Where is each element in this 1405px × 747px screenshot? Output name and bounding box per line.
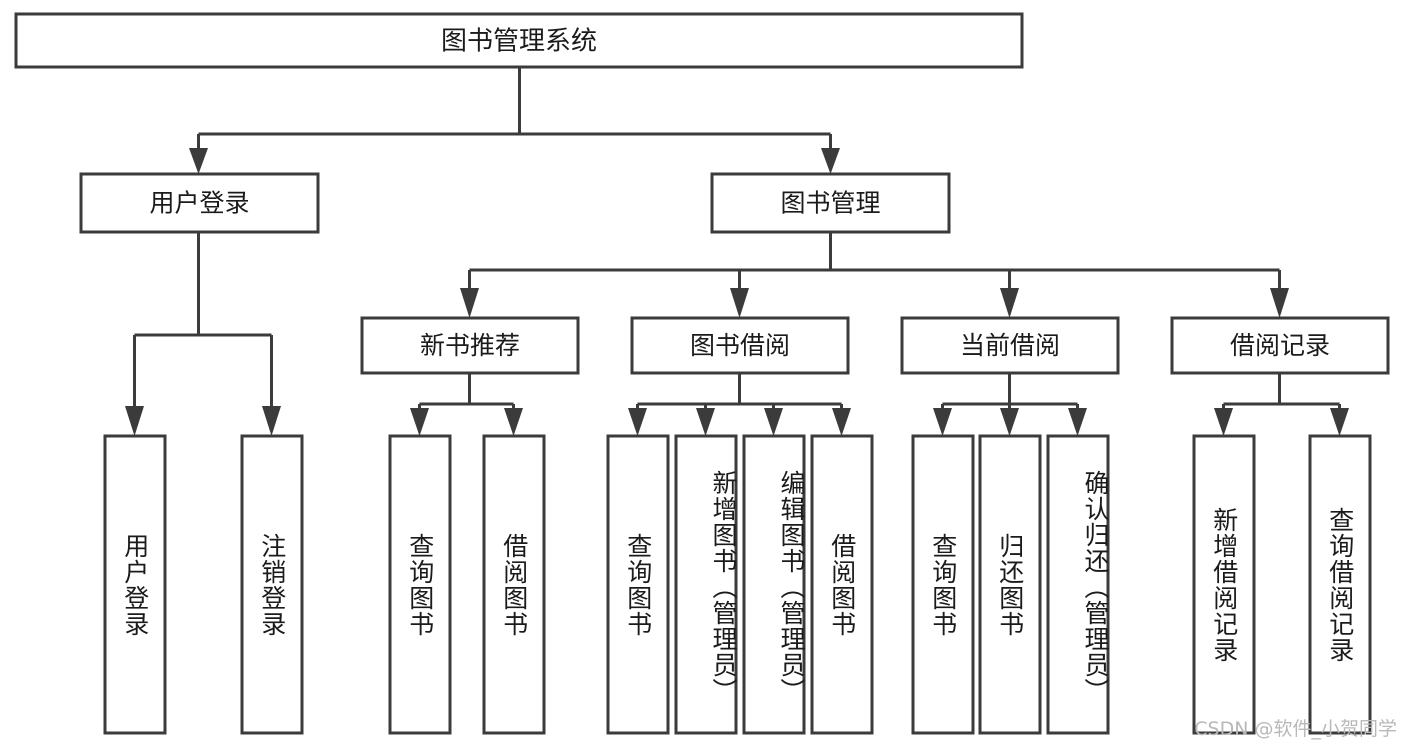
connectors-user-login-to-leaves bbox=[125, 232, 281, 436]
arrow-head-leaf-add-record bbox=[1214, 408, 1233, 436]
arrow-head-leaf-query-book-1 bbox=[410, 408, 429, 436]
node-leaf-borrow-book-2-rect[interactable] bbox=[810, 434, 874, 735]
node-leaf-query-book-1-rect[interactable] bbox=[388, 434, 452, 735]
node-leaf-user-login-rect[interactable] bbox=[103, 434, 167, 735]
arrow-head-leaf-borrow-book-2 bbox=[832, 408, 851, 436]
arrow-head-leaf-add-book bbox=[696, 408, 715, 436]
node-leaf-logout-rect[interactable] bbox=[240, 434, 304, 735]
node-new-book-recommend-rect[interactable] bbox=[360, 316, 580, 375]
node-leaf-add-book-rect[interactable] bbox=[674, 434, 738, 735]
node-leaf-query-record-rect[interactable] bbox=[1308, 434, 1372, 735]
leaf-boxes bbox=[103, 434, 1372, 735]
node-current-borrow-label: 当前借阅 bbox=[960, 331, 1060, 360]
arrow-head-leaf-query-book-3 bbox=[933, 408, 952, 436]
node-user-login-label: 用户登录 bbox=[149, 189, 249, 218]
node-user-login[interactable]: 用户登录 bbox=[79, 172, 320, 234]
node-new-book-recommend-label: 新书推荐 bbox=[420, 331, 520, 360]
arrow-head-leaf-query-record bbox=[1330, 408, 1349, 436]
node-book-management[interactable]: 图书管理 bbox=[710, 172, 951, 234]
arrow-head-leaf-user-login bbox=[125, 406, 144, 436]
arrow-head-leaf-query-book-2 bbox=[628, 408, 647, 436]
node-root-system-label: 图书管理系统 bbox=[441, 27, 597, 57]
node-leaf-query-book-3-rect[interactable] bbox=[911, 434, 975, 735]
connectors-new-book-to-leaves bbox=[410, 373, 523, 436]
node-root-system[interactable]: 图书管理系统 bbox=[14, 12, 1024, 69]
arrow-head-leaf-borrow-book-1 bbox=[504, 408, 523, 436]
arrow-head-book-management bbox=[821, 148, 840, 174]
node-borrow-record-label: 借阅记录 bbox=[1230, 331, 1330, 360]
node-leaf-confirm-return-rect[interactable] bbox=[1046, 434, 1110, 735]
arrow-head-leaf-return-book bbox=[1000, 408, 1019, 436]
node-book-management-rect[interactable] bbox=[710, 172, 951, 234]
node-borrow-record[interactable]: 借阅记录 bbox=[1170, 316, 1390, 375]
arrow-head-user-login bbox=[189, 148, 208, 174]
arrow-head-leaf-confirm-return bbox=[1068, 408, 1087, 436]
node-leaf-query-book-2-rect[interactable] bbox=[606, 434, 670, 735]
connectors-book-management-to-level2 bbox=[460, 232, 1289, 318]
connectors-borrow-record-to-leaves bbox=[1214, 373, 1349, 436]
node-current-borrow-rect[interactable] bbox=[900, 316, 1120, 375]
connectors-root-to-level1 bbox=[189, 67, 840, 174]
node-root-system-rect[interactable] bbox=[14, 12, 1024, 69]
node-leaf-borrow-book-1-rect[interactable] bbox=[482, 434, 546, 735]
node-leaf-add-record-rect[interactable] bbox=[1192, 434, 1256, 735]
node-book-borrow-rect[interactable] bbox=[630, 316, 850, 375]
node-current-borrow[interactable]: 当前借阅 bbox=[900, 316, 1120, 375]
arrow-head-borrow-record bbox=[1270, 288, 1289, 318]
node-user-login-rect[interactable] bbox=[79, 172, 320, 234]
connectors-book-borrow-to-leaves bbox=[628, 373, 851, 436]
arrow-head-leaf-logout bbox=[262, 406, 281, 436]
node-book-management-label: 图书管理 bbox=[780, 189, 880, 218]
node-leaf-return-book-rect[interactable] bbox=[978, 434, 1042, 735]
node-leaf-edit-book-rect[interactable] bbox=[742, 434, 806, 735]
arrow-head-book-borrow bbox=[730, 288, 749, 318]
node-book-borrow[interactable]: 图书借阅 bbox=[630, 316, 850, 375]
node-book-borrow-label: 图书借阅 bbox=[690, 331, 790, 360]
arrow-head-new-book-recommend bbox=[460, 288, 479, 318]
arrow-head-leaf-edit-book bbox=[764, 408, 783, 436]
arrow-head-current-borrow bbox=[1000, 288, 1019, 318]
connectors-current-borrow-to-leaves bbox=[933, 373, 1087, 436]
node-new-book-recommend[interactable]: 新书推荐 bbox=[360, 316, 580, 375]
node-borrow-record-rect[interactable] bbox=[1170, 316, 1390, 375]
